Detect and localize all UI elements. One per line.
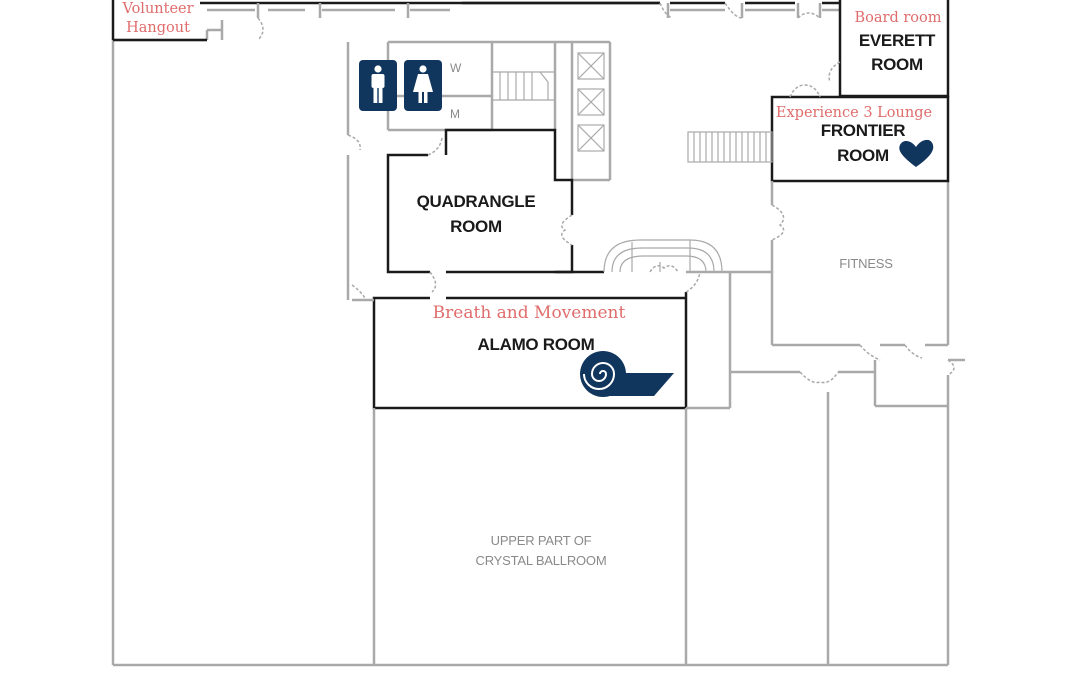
experience-lounge-label: Experience 3 Lounge — [776, 105, 932, 121]
restroom-core-walls — [346, 40, 612, 300]
ballroom-walls — [372, 360, 948, 665]
yoga-mat-icon — [580, 351, 674, 397]
fitness-label: FITNESS — [839, 256, 893, 271]
everett-room-label-line1: EVERETT — [859, 31, 936, 50]
ballroom-label-line1: UPPER PART OF — [491, 533, 592, 548]
volunteer-hangout-label-line1: Volunteer — [121, 1, 193, 17]
everett-room-label-line2: ROOM — [871, 55, 923, 74]
volunteer-hangout-label-line2: Hangout — [126, 20, 190, 36]
frontier-room-label-line2: ROOM — [837, 146, 889, 165]
quadrangle-room-label-line2: ROOM — [450, 217, 502, 236]
quadrangle-room-walls — [386, 128, 604, 293]
fitness-walls — [770, 181, 965, 376]
women-restroom-icon — [404, 60, 442, 111]
frontier-room-walls — [687, 84, 950, 183]
curved-stair — [603, 239, 723, 273]
alamo-room-label: ALAMO ROOM — [478, 335, 595, 354]
ballroom-label-line2: CRYSTAL BALLROOM — [476, 553, 607, 568]
women-restroom-letter: W — [450, 61, 462, 75]
heart-icon — [899, 139, 934, 167]
frontier-room-label-line1: FRONTIER — [821, 121, 906, 140]
board-room-label: Board room — [855, 10, 942, 26]
quadrangle-room-label-line1: QUADRANGLE — [417, 192, 536, 211]
men-restroom-letter: M — [450, 107, 460, 121]
men-restroom-icon — [359, 60, 397, 111]
top-corridor — [111, 0, 840, 42]
breath-movement-label: Breath and Movement — [433, 303, 626, 323]
